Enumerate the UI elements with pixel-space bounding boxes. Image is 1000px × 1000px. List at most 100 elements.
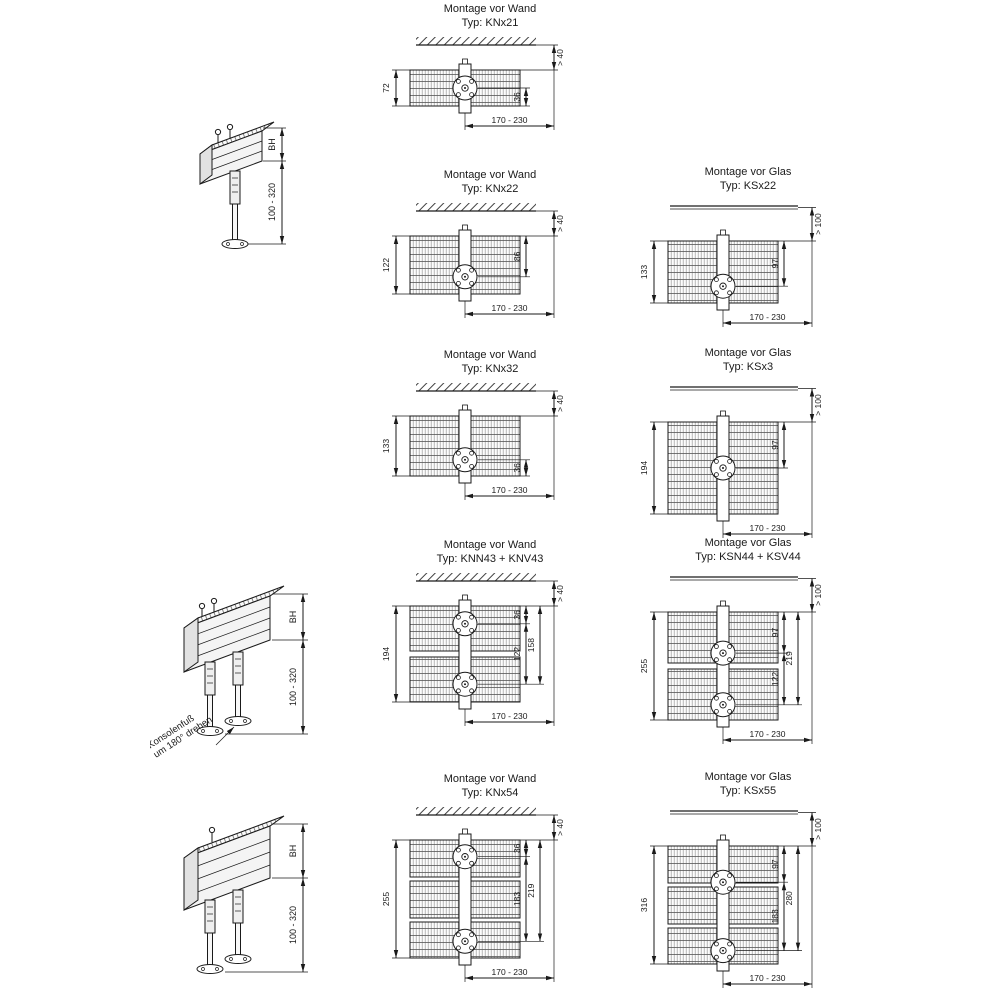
- dim-wall-gap: > 40: [520, 390, 565, 416]
- dim-label-bh: BH: [288, 845, 298, 858]
- dim-glass-gap: > 100: [778, 811, 823, 846]
- dim-label-offset-bottom: 219: [784, 651, 794, 665]
- dim-wall-gap: > 40: [520, 210, 565, 236]
- dim-label-bh: BH: [288, 611, 298, 624]
- diagram-type: Typ: KSN44 + KSV44: [695, 551, 801, 564]
- dim-height: 255: [639, 611, 668, 720]
- diagram-type: Typ: KNN43 + KNV43: [436, 553, 544, 566]
- diagram-type: Typ: KSx3: [722, 361, 774, 374]
- bracket: [452, 224, 478, 302]
- dim-label-depth: 170 - 230: [750, 729, 786, 739]
- dim-label-offset: 97: [770, 258, 780, 268]
- dim-bracket-spacing: 183: [736, 881, 802, 951]
- diagram-type: Typ: KNx21: [461, 17, 519, 30]
- diagram-knx21: Montage vor Wand Typ: KNx21 72: [370, 2, 610, 136]
- bracket: [710, 600, 736, 728]
- diagram-knx22: Montage vor Wand Typ: KNx22 122: [370, 168, 610, 324]
- dim-label-offset: 36: [512, 463, 522, 473]
- radiator-body: [183, 815, 285, 911]
- technical-drawing-ksx3: 194 97 > 100 170 - 230: [639, 385, 823, 538]
- glass-section: [670, 204, 798, 209]
- dim-label-offset-top: 36: [512, 610, 522, 620]
- dim-offset-bottom: 219: [784, 611, 801, 705]
- glass-section: [670, 809, 798, 814]
- dim-label-depth: 170 - 230: [750, 312, 786, 322]
- dim-label-height: 122: [381, 257, 391, 271]
- dim-wall-gap: > 40: [520, 814, 565, 840]
- dim-label-height: 255: [381, 891, 391, 905]
- diagram-ksx55: Montage vor Glas Typ: KSx55: [628, 770, 868, 994]
- diagram-type: Typ: KSx22: [719, 180, 777, 193]
- dim-depth: 170 - 230: [464, 415, 555, 500]
- dim-label-height: 194: [381, 646, 391, 660]
- bracket: [710, 410, 736, 522]
- dim-offset: 97: [736, 421, 788, 468]
- dim-label-offset-top: 36: [512, 843, 522, 853]
- console-foot-rear: [224, 889, 252, 964]
- diagram-type: Typ: KSx55: [719, 785, 777, 798]
- dim-height: 255: [381, 839, 410, 958]
- dim-label-gap: > 100: [813, 213, 823, 235]
- technical-drawing-knn43: 194 36 122 158 > 40 170 - 230: [381, 572, 565, 726]
- dim-label-bh: BH: [267, 138, 277, 151]
- diagram-knx32: Montage vor Wand Typ: KNx32 133: [370, 348, 610, 506]
- dim-label-height: 316: [639, 897, 649, 911]
- dim-height: 133: [639, 240, 668, 303]
- dim-label-offset-bottom: 219: [526, 883, 536, 897]
- screw-icons: [214, 123, 234, 144]
- dim-label-gap: > 40: [555, 48, 565, 65]
- dim-height: 133: [381, 415, 410, 476]
- dim-label-gap: > 40: [555, 394, 565, 411]
- diagram-type: Typ: KNx22: [461, 183, 519, 196]
- figure-console-double: BH 100 - 320 Konsolenfuß um 180° drehen: [150, 558, 360, 768]
- dim-label-offset: 97: [770, 440, 780, 450]
- bracket: [452, 404, 478, 484]
- diagram-title: Montage vor Wand: [443, 539, 537, 551]
- technical-drawing-figure2: BH 100 - 320 Konsolenfuß um 180° drehen: [150, 585, 308, 761]
- dim-label-offset-top: 97: [770, 859, 780, 869]
- glass-section: [670, 385, 798, 390]
- dim-depth: 170 - 230: [464, 605, 555, 726]
- dim-foot-range: 100 - 320: [248, 161, 286, 245]
- dim-label-depth: 170 - 230: [750, 523, 786, 533]
- dim-label-spacing: 122: [770, 671, 780, 685]
- dim-foot-range: 100 - 320: [225, 878, 308, 973]
- technical-drawing-knx21: 72 36 > 40 170 - 230: [381, 36, 565, 130]
- dim-offset: 97: [736, 240, 788, 287]
- dim-label-range: 100 - 320: [267, 183, 277, 221]
- dim-label-depth: 170 - 230: [492, 485, 528, 495]
- dim-label-spacing: 183: [770, 909, 780, 923]
- dim-bracket-spacing: 122: [478, 623, 544, 685]
- dim-label-gap: > 100: [813, 394, 823, 416]
- dim-bh: BH: [272, 593, 308, 641]
- dim-bracket-spacing: 183: [478, 856, 544, 942]
- wall-section: [416, 806, 536, 816]
- dim-glass-gap: > 100: [778, 206, 823, 241]
- technical-drawing-figure3: BH 100 - 320: [183, 815, 308, 974]
- technical-drawing-ksx22: 133 97 > 100 170 - 230: [639, 204, 823, 327]
- screw-icons: [208, 826, 216, 842]
- dim-bracket-spacing: 122: [736, 652, 802, 705]
- diagram-title: Montage vor Glas: [704, 771, 792, 783]
- figure-console-single: BH 100 - 320: [160, 92, 320, 287]
- diagram-title: Montage vor Wand: [443, 773, 537, 785]
- dim-depth: 170 - 230: [722, 611, 813, 744]
- dim-label-spacing: 183: [512, 891, 522, 905]
- dim-bh: BH: [263, 127, 286, 162]
- dim-depth: 170 - 230: [464, 839, 555, 982]
- diagram-title: Montage vor Wand: [443, 3, 537, 15]
- dim-offset-top: 36: [478, 839, 530, 857]
- console-foot-rear: [224, 651, 252, 726]
- wall-section: [416, 382, 536, 392]
- dim-label-gap: > 40: [555, 214, 565, 231]
- dim-label-gap: > 40: [555, 818, 565, 835]
- dim-label-gap: > 100: [813, 584, 823, 606]
- dim-label-height: 133: [381, 438, 391, 452]
- dim-label-height: 133: [639, 264, 649, 278]
- dim-label-spacing: 122: [512, 646, 522, 660]
- diagram-ksx3: Montage vor Glas Typ: KSx3 194: [628, 346, 868, 544]
- diagram-title: Montage vor Glas: [704, 347, 792, 359]
- technical-drawing-knx22: 122 86 > 40 170 - 230: [381, 202, 565, 318]
- dim-label-depth: 170 - 230: [492, 711, 528, 721]
